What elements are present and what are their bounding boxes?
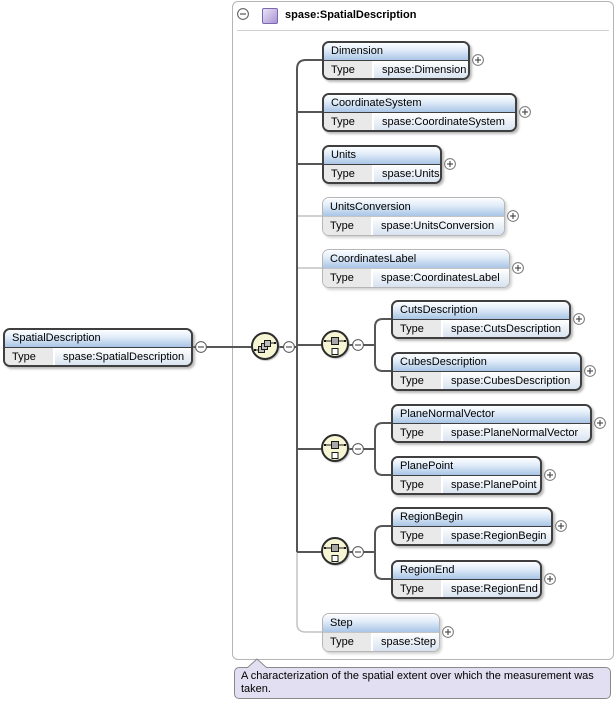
expand-icon-regionend[interactable] <box>544 573 556 585</box>
expand-icon-dimension[interactable] <box>472 54 484 66</box>
collapse-icon[interactable] <box>195 341 207 353</box>
element-name: Units <box>324 147 440 165</box>
type-label: Type <box>393 320 443 337</box>
type-value: spase:RegionBegin <box>443 527 551 544</box>
expand-icon-unitsconversion[interactable] <box>507 210 519 222</box>
expand-icon-planepoint[interactable] <box>544 469 556 481</box>
type-label: Type <box>323 217 373 235</box>
element-name: Dimension <box>324 43 468 61</box>
element-name: CoordinatesLabel <box>323 250 509 269</box>
expand-icon-cutsdescription[interactable] <box>573 313 585 325</box>
expand-icon-step[interactable] <box>442 626 454 638</box>
type-label: Type <box>323 269 373 287</box>
expand-icon-cubesdescription[interactable] <box>584 365 596 377</box>
type-value: spase:PlanePoint <box>443 476 540 493</box>
expand-icon-regionbegin[interactable] <box>555 520 567 532</box>
annotation-tooltip: A characterization of the spatial extent… <box>234 667 611 699</box>
collapse-icon[interactable] <box>352 546 364 558</box>
element-name: RegionBegin <box>393 509 551 527</box>
collapse-icon[interactable] <box>237 8 249 20</box>
type-label: Type <box>393 476 443 493</box>
type-value: spase:SpatialDescription <box>55 348 191 365</box>
type-value: spase:CoordinatesLabel <box>373 269 509 287</box>
type-value: spase:PlaneNormalVector <box>443 424 590 441</box>
element-name: UnitsConversion <box>323 198 504 217</box>
choice-icon[interactable] <box>321 434 349 462</box>
complex-type-icon <box>262 8 278 24</box>
type-value: spase:CubesDescription <box>443 372 580 389</box>
type-label: Type <box>393 424 443 441</box>
element-spatialdescription[interactable]: SpatialDescription Type spase:SpatialDes… <box>3 328 193 367</box>
container-header: spase:SpatialDescription <box>237 2 609 31</box>
type-value: spase:Dimension <box>374 61 468 78</box>
type-label: Type <box>5 348 55 365</box>
type-label: Type <box>324 165 374 182</box>
element-name: CoordinateSystem <box>324 95 515 113</box>
element-name: CutsDescription <box>393 302 569 320</box>
collapse-icon[interactable] <box>352 443 364 455</box>
element-name: CubesDescription <box>393 354 580 372</box>
choice-icon[interactable] <box>321 330 349 358</box>
type-value: spase:CutsDescription <box>443 320 569 337</box>
collapse-icon[interactable] <box>283 341 295 353</box>
element-name: PlaneNormalVector <box>393 406 590 424</box>
type-value: spase:Units <box>374 165 440 182</box>
type-label: Type <box>324 113 374 130</box>
collapse-icon[interactable] <box>352 339 364 351</box>
container-title: spase:SpatialDescription <box>285 9 417 21</box>
type-value: spase:RegionEnd <box>443 580 540 597</box>
element-name: Step <box>323 614 439 633</box>
expand-icon-units[interactable] <box>444 158 456 170</box>
annotation-pointer-icon <box>246 658 269 671</box>
element-name: SpatialDescription <box>5 330 191 348</box>
type-value: spase:Step <box>373 633 439 651</box>
type-label: Type <box>323 633 373 651</box>
sequence-icon[interactable] <box>251 332 279 360</box>
expand-icon-planenormalvector[interactable] <box>594 417 606 429</box>
type-label: Type <box>324 61 374 78</box>
type-value: spase:UnitsConversion <box>373 217 504 235</box>
choice-icon[interactable] <box>321 537 349 565</box>
expand-icon-coordinatesystem[interactable] <box>519 106 531 118</box>
type-label: Type <box>393 527 443 544</box>
element-name: PlanePoint <box>393 458 540 476</box>
type-label: Type <box>393 580 443 597</box>
element-name: RegionEnd <box>393 562 540 580</box>
type-label: Type <box>393 372 443 389</box>
type-value: spase:CoordinateSystem <box>374 113 515 130</box>
expand-icon-coordinateslabel[interactable] <box>512 262 524 274</box>
